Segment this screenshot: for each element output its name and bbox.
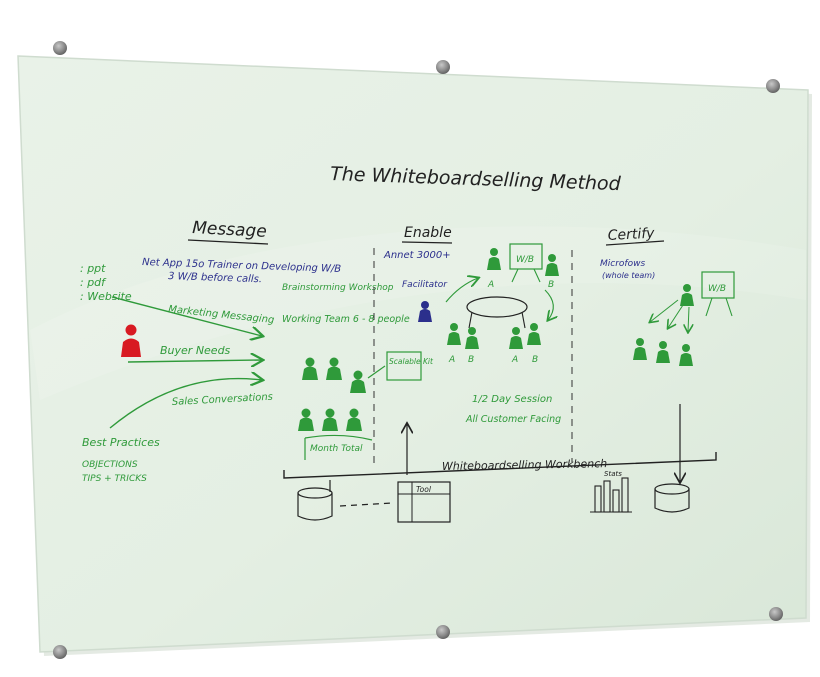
- ab-label-3: A: [448, 355, 455, 365]
- stats-chart-icon: [590, 477, 632, 513]
- table-icon: [466, 296, 528, 329]
- person-b-top-icon: [545, 254, 559, 276]
- certify-easel-icon: [701, 271, 735, 317]
- certify-sub-2: (whole team): [602, 271, 655, 280]
- bolt-bottom-left: [53, 645, 67, 659]
- workshop-label-1: Brainstorming Workshop: [282, 283, 394, 293]
- tool-box-icon: [397, 481, 451, 523]
- workshop-footer: Month Total: [310, 444, 363, 454]
- standoff-bolts: [53, 41, 783, 659]
- enable-board-label: W/B: [516, 255, 534, 265]
- tool-label: Tool: [416, 485, 432, 494]
- bolt-bottom-mid: [436, 625, 450, 639]
- scalable-kit-label: Scalable Kit: [389, 357, 434, 366]
- database-left-icon: [297, 487, 333, 521]
- bottom-list-1: Best Practices: [82, 436, 160, 449]
- scalable-kit-box: [386, 351, 422, 381]
- ab-label-4: B: [468, 355, 474, 365]
- message-bullet-3: : Website: [80, 290, 132, 303]
- enable-sub: Annet 3000+: [383, 250, 451, 261]
- certify-section: Certify Microfows (whole team) W/B: [600, 226, 735, 366]
- workshop-label-2: Working Team 6 - 8 people: [282, 314, 410, 325]
- arrow-label-buyer-needs: Buyer Needs: [160, 344, 231, 357]
- message-bullet-2: : pdf: [80, 276, 107, 289]
- message-note-sub: 3 W/B before calls.: [168, 271, 262, 285]
- message-heading: Message: [192, 218, 267, 242]
- certify-heading: Certify: [607, 226, 655, 244]
- workbench-label: Whiteboardselling Workbench: [442, 457, 608, 473]
- certify-people-icons: [633, 284, 694, 366]
- message-bullet-1: : ppt: [80, 262, 106, 275]
- table-people-icons: [447, 323, 541, 349]
- bolt-top-right: [766, 79, 780, 93]
- team-people-icons: [298, 357, 366, 431]
- stats-label: Stats: [604, 470, 622, 478]
- session-label-2: All Customer Facing: [465, 414, 561, 425]
- workshop-group: Brainstorming Workshop Working Team 6 - …: [282, 283, 434, 460]
- red-person-icon: [121, 324, 141, 357]
- arrow-label-sales-conversations: Sales Conversations: [172, 392, 274, 408]
- ab-label-6: B: [532, 355, 538, 365]
- trainer-person-icon: [487, 248, 501, 270]
- bolt-bottom-right: [769, 607, 783, 621]
- bottom-list-3: TIPS + TRICKS: [82, 474, 147, 484]
- session-label-1: 1/2 Day Session: [472, 394, 552, 405]
- workbench: Whiteboardselling Workbench Tool Stats: [283, 404, 717, 523]
- certify-sub-1: Microfows: [600, 259, 645, 269]
- database-right-icon: [654, 483, 690, 513]
- facilitator-person-icon: [418, 301, 432, 322]
- bottom-list-2: OBJECTIONS: [82, 460, 138, 470]
- ab-label-5: A: [511, 355, 518, 365]
- ab-label-1: A: [487, 280, 494, 290]
- ab-label-2: B: [548, 280, 554, 290]
- bolt-top-mid: [436, 60, 450, 74]
- bolt-top-left: [53, 41, 67, 55]
- certify-board-label: W/B: [708, 284, 726, 294]
- enable-section: Enable Annet 3000+ Facilitator W/B: [383, 225, 561, 425]
- facilitator-label: Facilitator: [402, 280, 448, 290]
- easel-icon: [509, 243, 543, 283]
- enable-heading: Enable: [404, 225, 452, 241]
